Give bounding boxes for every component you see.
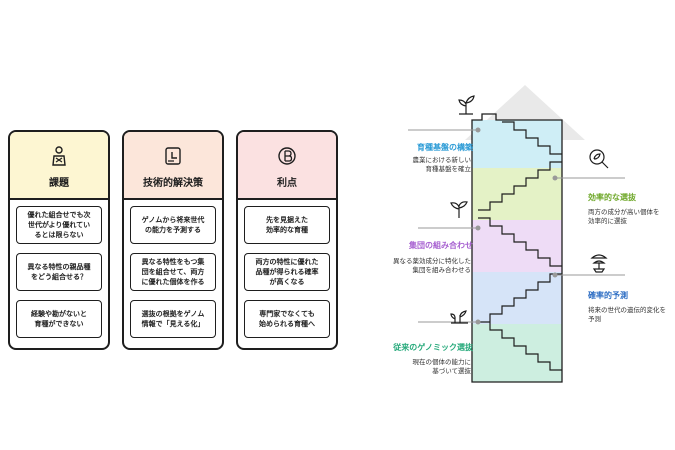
solution-item: ゲノムから将来世代 の能力を予測する	[130, 206, 216, 244]
connector-dot	[475, 225, 481, 231]
sprout-icon	[450, 201, 468, 218]
connector-dot	[552, 175, 558, 181]
band-population-combination	[472, 220, 562, 272]
card-title: 利点	[277, 178, 297, 189]
bitcoin-icon	[275, 144, 299, 168]
benefit-item: 専門家でなくても 始められる育種へ	[244, 300, 330, 338]
band-foundation	[472, 120, 562, 168]
card-header: 課題	[10, 132, 108, 200]
stair-title-efficient-selection: 効率的な選抜	[588, 193, 636, 202]
card-title: 技術的解決策	[143, 178, 203, 189]
stair-title-population-combination: 集団の組み合わせ	[409, 241, 473, 250]
card-title: 課題	[49, 178, 69, 189]
connector-dot	[552, 272, 558, 278]
stair-title-conventional-selection: 従来のゲノミック選抜	[393, 343, 473, 352]
document-analysis-icon	[161, 144, 185, 168]
card-header: 利点	[238, 132, 336, 200]
stair-desc-foundation: 農業における新しい 育種基盤を確立	[412, 156, 472, 173]
stair-steps	[478, 121, 562, 371]
stair-desc-probabilistic-prediction: 将来の世代の遺伝的変化を 予測	[588, 306, 666, 323]
stair-desc-conventional-selection: 現在の個体の能力に 基づいて選抜	[412, 358, 472, 375]
issue-item: 経験や勘がないと 育種ができない	[16, 300, 102, 338]
solution-item: 異なる特性をもつ集 団を組合せて、両方 に優れた個体を作る	[130, 253, 216, 291]
issue-item: 優れた組合せでも次 世代がより優れてい るとは限らない	[16, 206, 102, 244]
stair-outline	[471, 113, 563, 383]
connector-dot	[475, 319, 481, 325]
card-benefits: 利点 先を見据えた 効率的な育種 両方の特性に優れた 品種が得られる確率 が高く…	[236, 130, 338, 350]
issue-item: 異なる特性の親品種 をどう組合せる？	[16, 253, 102, 291]
stair-title-foundation: 育種基盤の構築	[417, 143, 473, 152]
stair-title-probabilistic-prediction: 確率的予測	[588, 291, 628, 300]
stair-desc-efficient-selection: 両方の成分が高い個体を 効率的に選抜	[588, 208, 660, 225]
card-issues: 課題 優れた組合せでも次 世代がより優れてい るとは限らない 異なる特性の親品種…	[8, 130, 110, 350]
magnifier-leaf-icon	[589, 149, 609, 169]
card-header: 技術的解決策	[124, 132, 222, 200]
person-with-question-icon	[47, 144, 71, 168]
benefit-item: 先を見据えた 効率的な育種	[244, 206, 330, 244]
benefit-item: 両方の特性に優れた 品種が得られる確率 が高くなる	[244, 253, 330, 291]
stair-desc-population-combination: 異なる薬効成分に特化した 集団を組み合わせる	[393, 257, 471, 274]
bonsai-tree-icon	[590, 254, 608, 273]
seedling-pot-icon	[450, 310, 468, 324]
band-efficient-selection	[472, 168, 562, 220]
plant-growth-icon	[458, 95, 475, 115]
connector-dot	[475, 127, 481, 133]
card-solutions: 技術的解決策 ゲノムから将来世代 の能力を予測する 異なる特性をもつ集 団を組合…	[122, 130, 224, 350]
solution-item: 選抜の根拠をゲノム 情報で「見える化」	[130, 300, 216, 338]
band-conventional-selection	[472, 324, 562, 382]
